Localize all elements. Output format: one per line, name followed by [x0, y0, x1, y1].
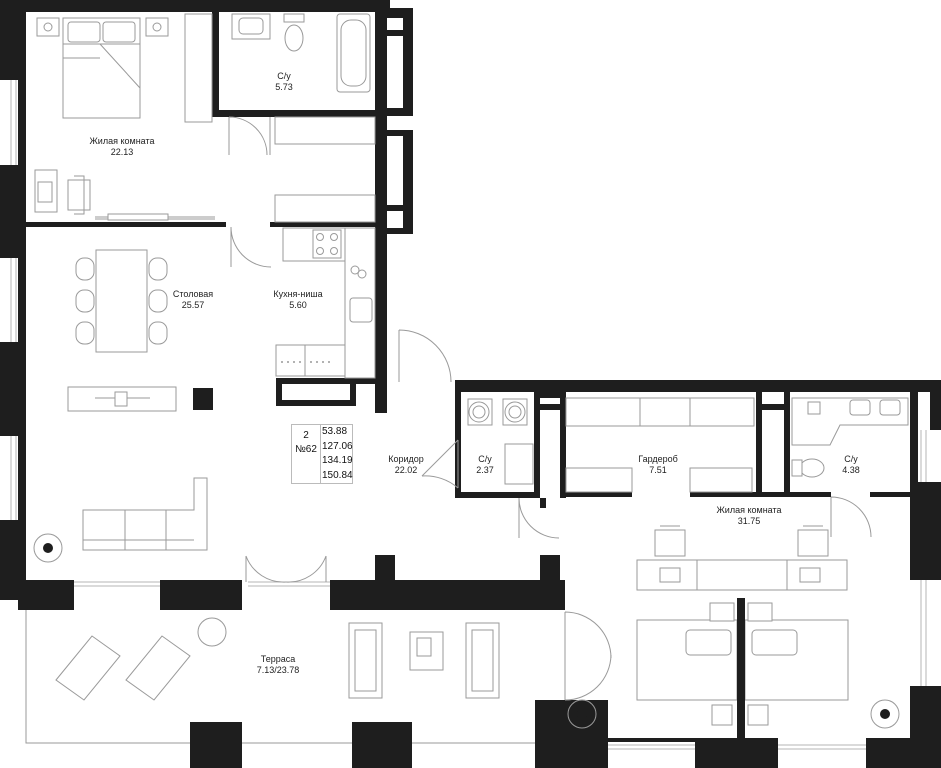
room-area: 31.75 [737, 516, 761, 526]
room-area: 4.38 [842, 465, 860, 475]
room-area: 25.57 [181, 300, 205, 310]
room-name: С/у [277, 71, 291, 81]
room-label-bedroom-2: Жилая комната 31.75 [716, 505, 781, 527]
wardrobe [184, 13, 213, 123]
room-name: С/у [478, 454, 492, 464]
room-name: Жилая комната [716, 505, 782, 515]
room-label-terrace: Терраса 7.13/23.78 [257, 654, 300, 676]
toilet [799, 458, 825, 478]
area-value: 53.88 [322, 426, 348, 437]
room-label-dining: Столовая 25.57 [173, 289, 213, 311]
area-value: 150.84 [322, 469, 353, 481]
room-label-bathroom-1: С/у 5.73 [275, 71, 293, 93]
doors [228, 116, 872, 701]
sun-lounger [55, 635, 191, 701]
toilet [284, 24, 304, 52]
bed-double [62, 17, 141, 119]
room-area: 5.73 [275, 82, 293, 92]
dining-table [95, 249, 148, 353]
terrace-outline [25, 600, 190, 744]
room-name: Жилая комната [89, 136, 155, 146]
room-name: Столовая [172, 289, 214, 299]
room-label-corridor: Коридор 22.02 [388, 454, 424, 476]
apartment-info: 2 №62 53.88 127.06 134.19 150.84 [291, 424, 353, 484]
plant-icon [33, 533, 63, 563]
room-area: 7.13/23.78 [256, 665, 300, 675]
wardrobe-closet [565, 397, 755, 427]
room-area: 5.60 [289, 300, 307, 310]
room-name: Терраса [260, 654, 296, 664]
room-label-bedroom-1: Жилая комната 22.13 [89, 136, 154, 158]
vanity [791, 397, 909, 446]
room-label-bathroom-2: С/у 2.37 [476, 454, 494, 476]
room-area: 7.51 [649, 465, 667, 475]
room-label-kitchen: Кухня-ниша 5.60 [273, 289, 322, 311]
kitchen-sink [349, 297, 373, 323]
room-name: Коридор [388, 454, 424, 464]
counter [274, 116, 376, 145]
plant-icon [197, 617, 227, 647]
room-label-bathroom-3: С/у 4.38 [842, 454, 860, 476]
room-area: 22.02 [394, 465, 418, 475]
area-value: 134.19 [322, 455, 353, 466]
room-area: 22.13 [110, 147, 134, 157]
room-name: Кухня-ниша [273, 289, 323, 299]
shower [504, 443, 534, 485]
windows [10, 80, 927, 750]
apartment-areas: 53.88 127.06 134.19 150.84 [322, 425, 353, 483]
room-label-wardrobe: Гардероб 7.51 [638, 454, 678, 476]
apartment-number: №62 [295, 444, 317, 455]
room-name: С/у [844, 454, 858, 464]
chair [75, 257, 95, 281]
apartment-id: 2 №62 [292, 425, 321, 483]
room-area: 2.37 [476, 465, 494, 475]
area-value: 127.06 [322, 440, 353, 452]
rooms-count: 2 [303, 430, 309, 441]
sofa [82, 477, 208, 551]
room-name: Гардероб [638, 454, 678, 464]
